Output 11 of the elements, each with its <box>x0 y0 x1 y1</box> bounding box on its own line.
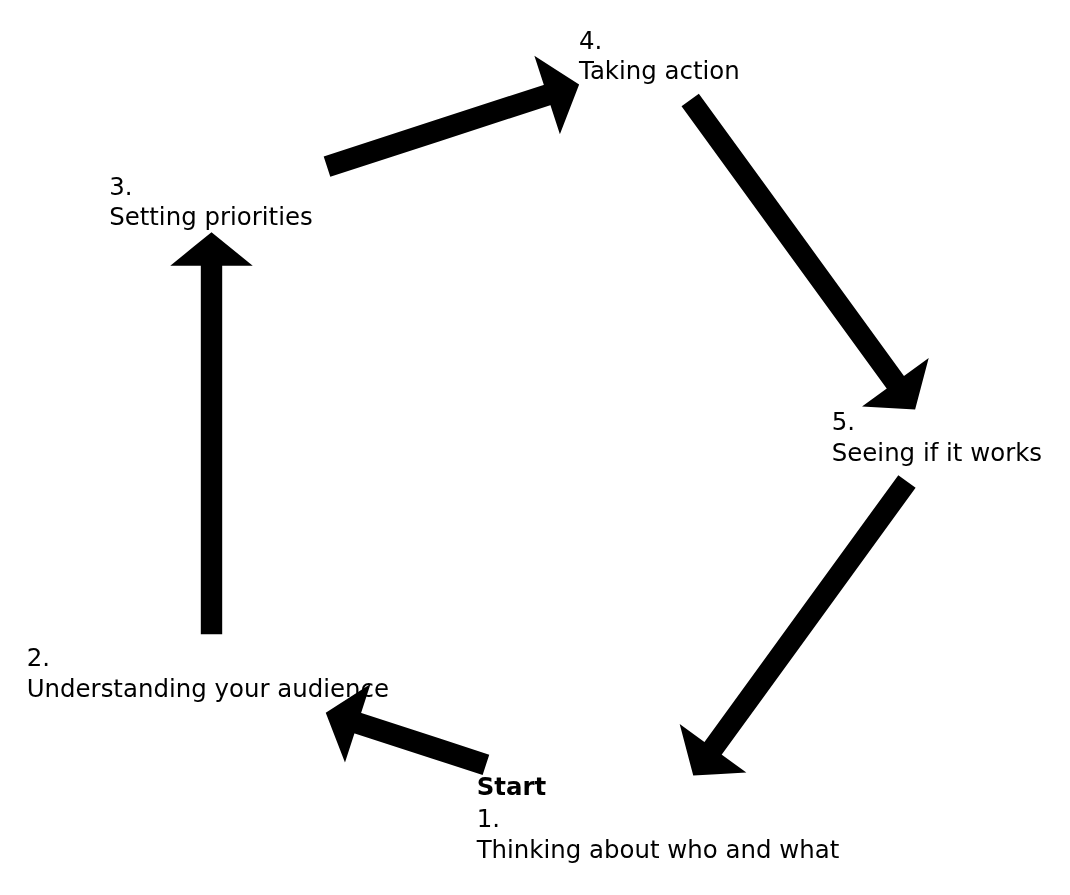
node-text: 4. Taking action <box>579 25 740 86</box>
node-text: 2. Understanding your audience <box>26 643 389 703</box>
arrow <box>170 232 253 635</box>
arrow <box>679 475 916 776</box>
node-label: Start <box>476 772 547 802</box>
arrow <box>323 55 580 177</box>
arrow <box>325 683 490 775</box>
node-text: 1. Thinking about who and what <box>476 804 840 864</box>
arrow <box>681 93 929 410</box>
node-text: 3. Setting priorities <box>109 171 313 232</box>
node-text: 5. Seeing if it works <box>831 407 1043 467</box>
